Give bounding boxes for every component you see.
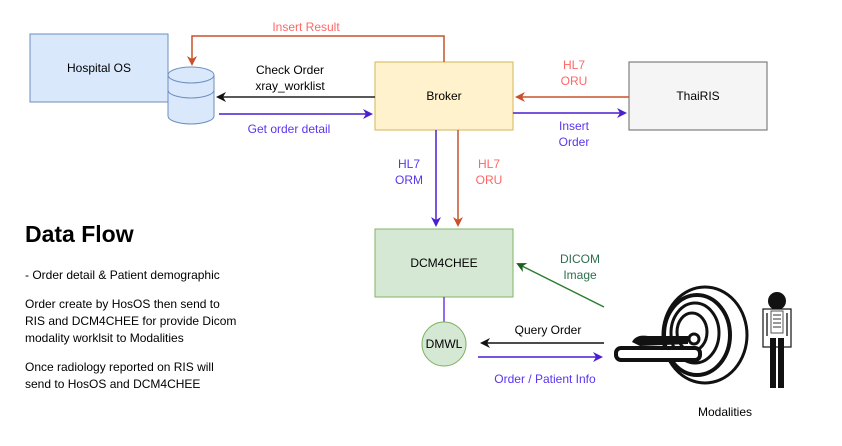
hl7-oru-down-label-2: ORU bbox=[476, 173, 503, 187]
node-thairis[interactable]: ThaiRIS bbox=[628, 61, 768, 131]
order-patient-info-label: Order / Patient Info bbox=[494, 372, 596, 386]
description-para3-line-1: Once radiology reported on RIS will bbox=[25, 360, 214, 374]
description-para2-line-2: RIS and DCM4CHEE for provide Dicom bbox=[25, 314, 236, 328]
hl7-orm-label-1: HL7 bbox=[398, 157, 420, 171]
insert-result-label: Insert Result bbox=[272, 20, 340, 34]
dicom-image-label-2: Image bbox=[563, 268, 597, 282]
edge-insert-order: Insert Order bbox=[513, 108, 627, 149]
modalities-label: Modalities bbox=[698, 405, 752, 419]
edge-order-patient-info: Order / Patient Info bbox=[478, 352, 603, 386]
insert-order-label-1: Insert bbox=[559, 119, 590, 133]
xray-worklist-label: xray_worklist bbox=[255, 79, 325, 93]
description-para2-line-3: modality worklsit to Modalities bbox=[25, 331, 184, 345]
node-hospital-os[interactable]: Hospital OS bbox=[29, 33, 169, 103]
check-order-label: Check Order bbox=[256, 63, 324, 77]
edge-dicom-image: DICOM Image bbox=[516, 252, 605, 308]
database-cylinder-icon[interactable] bbox=[167, 66, 215, 125]
hl7-oru-down-label-1: HL7 bbox=[478, 157, 500, 171]
edge-query-order: Query Order bbox=[480, 323, 604, 348]
description-block: Data Flow - Order detail & Patient demog… bbox=[25, 221, 236, 391]
description-para3-line-2: send to HosOS and DCM4CHEE bbox=[25, 377, 200, 391]
node-dcm4chee[interactable]: DCM4CHEE bbox=[374, 228, 514, 298]
insert-order-label-2: Order bbox=[559, 135, 590, 149]
edge-hl7-oru-broker-dcm4chee: HL7 ORU bbox=[453, 130, 503, 227]
edge-insert-result: Insert Result bbox=[187, 20, 445, 66]
xray-person-icon[interactable] bbox=[762, 292, 792, 388]
dcm4chee-label: DCM4CHEE bbox=[410, 256, 477, 270]
edge-hl7-oru-thairis-broker: HL7 ORU bbox=[515, 58, 629, 102]
edge-get-order-detail: Get order detail bbox=[219, 109, 373, 136]
description-title: Data Flow bbox=[25, 221, 134, 247]
description-para2-line-1: Order create by HosOS then send to bbox=[25, 297, 220, 311]
dicom-image-label-1: DICOM bbox=[560, 252, 600, 266]
edge-check-order: Check Order xray_worklist bbox=[216, 63, 375, 102]
hl7-orm-label-2: ORM bbox=[395, 173, 423, 187]
hl7-oru-top-label-2: ORU bbox=[561, 74, 588, 88]
description-line-1: - Order detail & Patient demographic bbox=[25, 268, 220, 282]
node-dmwl[interactable]: DMWL bbox=[421, 321, 467, 367]
mri-scanner-icon[interactable] bbox=[614, 285, 749, 385]
broker-label: Broker bbox=[426, 89, 461, 103]
thairis-label: ThaiRIS bbox=[676, 89, 719, 103]
node-broker[interactable]: Broker bbox=[374, 61, 514, 131]
edge-hl7-orm: HL7 ORM bbox=[395, 130, 441, 227]
hospital-os-label: Hospital OS bbox=[67, 61, 131, 75]
get-order-detail-label: Get order detail bbox=[248, 122, 331, 136]
dmwl-label: DMWL bbox=[426, 337, 463, 351]
hl7-oru-top-label-1: HL7 bbox=[563, 58, 585, 72]
query-order-label: Query Order bbox=[515, 323, 582, 337]
